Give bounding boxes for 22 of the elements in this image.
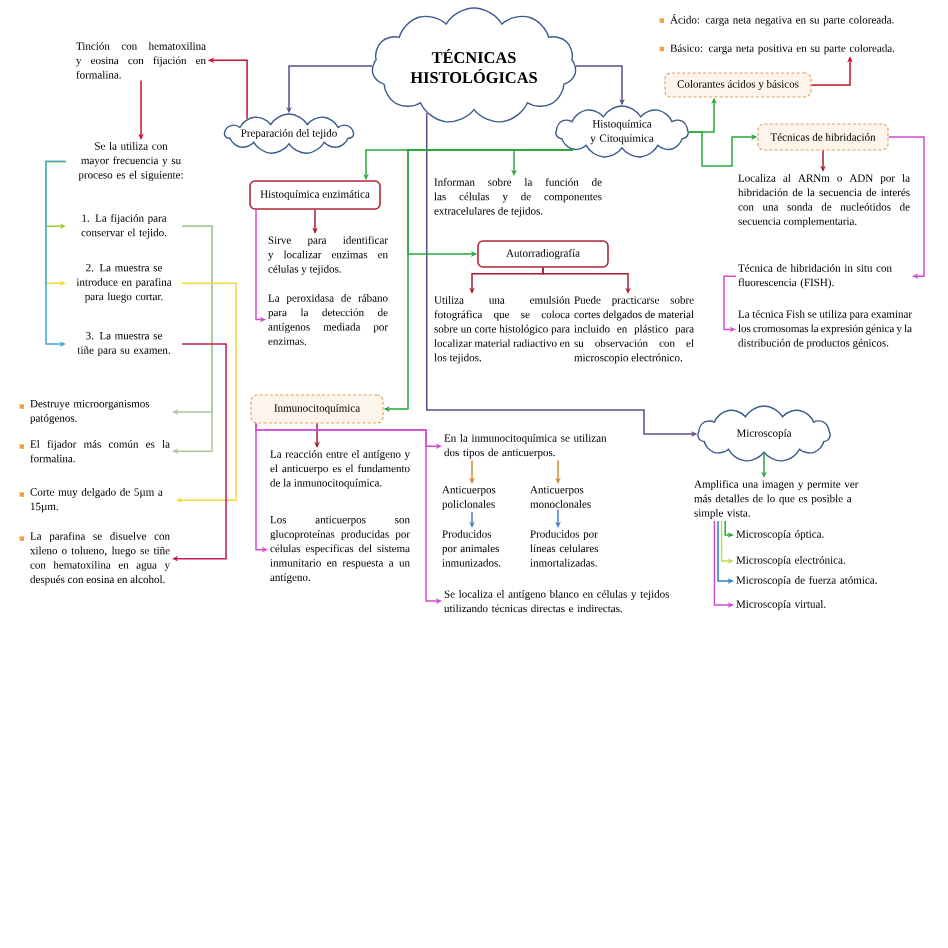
- connector-arrow: [314, 422, 320, 448]
- connector-arrow: [724, 520, 734, 538]
- connector-arrow: [542, 267, 631, 294]
- connector-arrow: [761, 452, 767, 478]
- connector-arrow: [255, 422, 442, 604]
- connector-arrow: [820, 149, 826, 172]
- connector-arrow: [172, 225, 213, 455]
- connector-arrow: [138, 79, 144, 140]
- connector-arrow: [172, 343, 227, 562]
- connector-arrow: [720, 520, 734, 564]
- connector-arrow: [469, 459, 475, 484]
- connector-arrow: [555, 459, 561, 484]
- title-cloud: TÉCNICAS HISTOLÓGICAS: [371, 7, 577, 123]
- connector-arrow: [312, 209, 318, 234]
- connector-arrow: [469, 267, 544, 294]
- connector-arrow: [469, 511, 475, 528]
- connector-arrow: [713, 520, 734, 608]
- connector-arrow: [45, 160, 67, 347]
- connector-arrow: [555, 509, 561, 528]
- connector-arrow: [176, 282, 237, 504]
- connector-arrow: [887, 136, 925, 280]
- connector-arrow: [717, 520, 734, 584]
